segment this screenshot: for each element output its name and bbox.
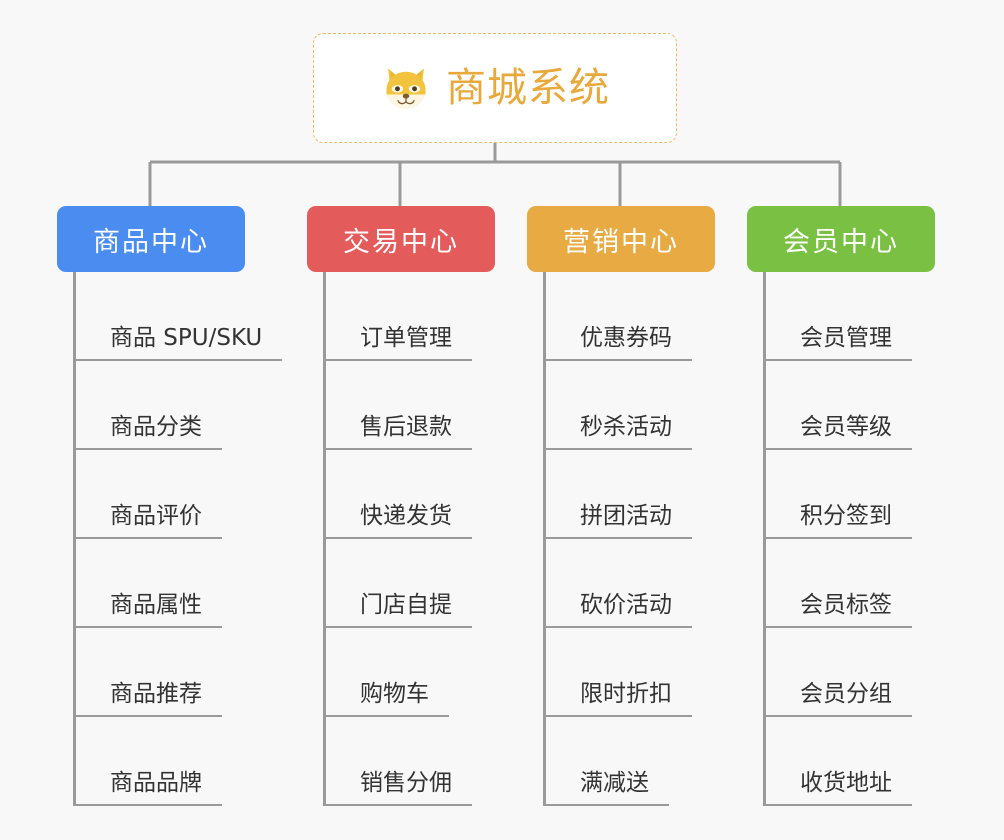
leaf-list-product-center: 商品 SPU/SKU 商品分类 商品评价 商品属性 商品推荐 xyxy=(73,272,282,806)
leaf-underline xyxy=(766,715,912,717)
column-trade-center: 交易中心 订单管理 售后退款 快递发货 门店自提 xyxy=(307,206,526,806)
column-header-product-center[interactable]: 商品中心 xyxy=(57,206,245,272)
leaf-label: 会员等级 xyxy=(800,413,892,440)
column-header-marketing-center[interactable]: 营销中心 xyxy=(527,206,715,272)
leaf-item[interactable]: 购物车 xyxy=(326,628,526,717)
leaf-item[interactable]: 售后退款 xyxy=(326,361,526,450)
leaf-item[interactable]: 会员分组 xyxy=(766,628,966,717)
leaf-label: 商品属性 xyxy=(110,591,202,618)
leaf-item[interactable]: 积分签到 xyxy=(766,450,966,539)
leaf-item[interactable]: 商品推荐 xyxy=(76,628,276,717)
leaf-item[interactable]: 门店自提 xyxy=(326,539,526,628)
leaf-underline xyxy=(766,804,912,806)
leaf-label: 商品分类 xyxy=(110,413,202,440)
leaf-label: 订单管理 xyxy=(360,324,452,351)
leaf-item[interactable]: 销售分佣 xyxy=(326,717,526,806)
column-container: 商品中心 商品 SPU/SKU 商品分类 商品评价 商品属性 xyxy=(0,206,1004,840)
leaf-label: 会员标签 xyxy=(800,591,892,618)
leaf-label: 拼团活动 xyxy=(580,502,672,529)
leaf-underline xyxy=(546,804,669,806)
leaf-item[interactable]: 满减送 xyxy=(546,717,746,806)
column-header-member-center[interactable]: 会员中心 xyxy=(747,206,935,272)
leaf-label: 限时折扣 xyxy=(580,680,672,707)
leaf-item[interactable]: 拼团活动 xyxy=(546,450,746,539)
leaf-label: 商品 SPU/SKU xyxy=(110,324,263,351)
leaf-underline xyxy=(76,448,222,450)
leaf-list-trade-center: 订单管理 售后退款 快递发货 门店自提 购物车 xyxy=(323,272,526,806)
column-member-center: 会员中心 会员管理 会员等级 积分签到 会员标签 xyxy=(747,206,966,806)
leaf-label: 砍价活动 xyxy=(580,591,672,618)
leaf-underline xyxy=(546,537,692,539)
leaf-underline xyxy=(326,448,472,450)
leaf-underline xyxy=(546,715,692,717)
leaf-label: 商品评价 xyxy=(110,502,202,529)
leaf-underline xyxy=(766,626,912,628)
leaf-label: 秒杀活动 xyxy=(580,413,672,440)
leaf-label: 商品品牌 xyxy=(110,769,202,796)
leaf-underline xyxy=(76,359,282,361)
leaf-label: 销售分佣 xyxy=(360,769,452,796)
leaf-item[interactable]: 商品分类 xyxy=(76,361,276,450)
column-header-trade-center[interactable]: 交易中心 xyxy=(307,206,495,272)
leaf-underline xyxy=(326,804,472,806)
leaf-item[interactable]: 会员管理 xyxy=(766,272,966,361)
leaf-underline xyxy=(546,626,692,628)
leaf-underline xyxy=(326,715,449,717)
leaf-item[interactable]: 秒杀活动 xyxy=(546,361,746,450)
leaf-label: 优惠券码 xyxy=(580,324,672,351)
leaf-label: 购物车 xyxy=(360,680,429,707)
shiba-dog-face-icon xyxy=(386,68,426,110)
leaf-underline xyxy=(326,359,472,361)
leaf-item[interactable]: 商品品牌 xyxy=(76,717,276,806)
leaf-label: 快递发货 xyxy=(360,502,452,529)
leaf-underline xyxy=(546,448,692,450)
leaf-label: 会员管理 xyxy=(800,324,892,351)
leaf-list-marketing-center: 优惠券码 秒杀活动 拼团活动 砍价活动 限时折扣 xyxy=(543,272,746,806)
leaf-item[interactable]: 商品 SPU/SKU xyxy=(76,272,282,361)
leaf-underline xyxy=(766,359,912,361)
leaf-underline xyxy=(76,804,222,806)
leaf-item[interactable]: 会员等级 xyxy=(766,361,966,450)
leaf-item[interactable]: 快递发货 xyxy=(326,450,526,539)
column-marketing-center: 营销中心 优惠券码 秒杀活动 拼团活动 砍价活动 xyxy=(527,206,746,806)
leaf-underline xyxy=(76,626,222,628)
leaf-underline xyxy=(76,715,222,717)
leaf-item[interactable]: 收货地址 xyxy=(766,717,966,806)
leaf-underline xyxy=(546,359,692,361)
leaf-label: 收货地址 xyxy=(800,769,892,796)
leaf-label: 满减送 xyxy=(580,769,649,796)
column-product-center: 商品中心 商品 SPU/SKU 商品分类 商品评价 商品属性 xyxy=(57,206,282,806)
leaf-label: 门店自提 xyxy=(360,591,452,618)
leaf-underline xyxy=(766,537,912,539)
leaf-item[interactable]: 会员标签 xyxy=(766,539,966,628)
root-node[interactable]: 商城系统 xyxy=(313,33,677,143)
leaf-item[interactable]: 优惠券码 xyxy=(546,272,746,361)
leaf-underline xyxy=(326,626,472,628)
leaf-underline xyxy=(766,448,912,450)
leaf-item[interactable]: 砍价活动 xyxy=(546,539,746,628)
leaf-item[interactable]: 商品属性 xyxy=(76,539,276,628)
leaf-underline xyxy=(326,537,472,539)
leaf-label: 商品推荐 xyxy=(110,680,202,707)
leaf-item[interactable]: 订单管理 xyxy=(326,272,526,361)
leaf-label: 售后退款 xyxy=(360,413,452,440)
leaf-underline xyxy=(76,537,222,539)
leaf-label: 会员分组 xyxy=(800,680,892,707)
leaf-item[interactable]: 限时折扣 xyxy=(546,628,746,717)
root-title: 商城系统 xyxy=(446,65,610,111)
leaf-item[interactable]: 商品评价 xyxy=(76,450,276,539)
leaf-label: 积分签到 xyxy=(800,502,892,529)
leaf-list-member-center: 会员管理 会员等级 积分签到 会员标签 会员分组 xyxy=(763,272,966,806)
